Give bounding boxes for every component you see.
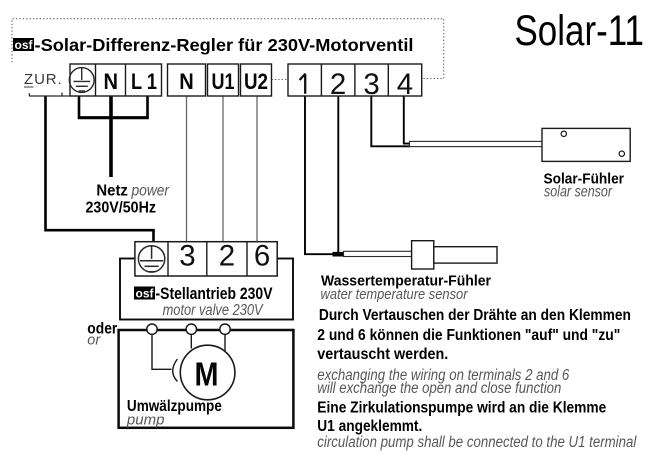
- svg-text:4: 4: [397, 68, 413, 101]
- svg-text:2 und 6 können die Funktionen: 2 und 6 können die Funktionen "auf" und …: [317, 327, 620, 344]
- svg-text:solar sensor: solar sensor: [544, 184, 613, 201]
- svg-text:2: 2: [219, 239, 235, 272]
- svg-text:power: power: [131, 183, 170, 200]
- svg-text:ZUR.: ZUR.: [24, 71, 63, 88]
- svg-text:6: 6: [254, 239, 270, 272]
- svg-text:exchanging the wiring on termi: exchanging the wiring on terminals 2 and…: [317, 367, 569, 384]
- svg-text:Durch Vertauschen der Drähte a: Durch Vertauschen der Drähte an den Klem…: [319, 307, 631, 324]
- svg-text:U1 angeklemmt.: U1 angeklemmt.: [317, 418, 422, 435]
- svg-text:vertauscht werden.: vertauscht werden.: [317, 346, 448, 363]
- svg-text:Wassertemperatur-Fühler: Wassertemperatur-Fühler: [321, 273, 491, 290]
- svg-text:or: or: [87, 333, 101, 349]
- svg-text:2: 2: [330, 68, 346, 101]
- svg-text:-Stellantrieb 230V: -Stellantrieb 230V: [156, 285, 273, 303]
- svg-text:Eine Zirkulationspumpe wird an: Eine Zirkulationspumpe wird an die Klemm…: [317, 400, 606, 417]
- svg-text:Solar-11: Solar-11: [515, 7, 645, 55]
- svg-text:N: N: [104, 69, 119, 94]
- svg-text:L 1: L 1: [131, 69, 157, 94]
- svg-text:pump: pump: [126, 412, 165, 429]
- svg-text:3: 3: [363, 68, 379, 101]
- svg-text:U1: U1: [212, 69, 235, 94]
- svg-text:230V/50Hz: 230V/50Hz: [86, 200, 157, 217]
- svg-text:will exchange the open and clo: will exchange the open and close functio…: [317, 380, 561, 397]
- svg-text:U2: U2: [244, 69, 268, 94]
- svg-text:osf: osf: [136, 286, 155, 300]
- svg-text:circulation pump shall be conn: circulation pump shall be connected to t…: [317, 434, 636, 451]
- svg-text:oder: oder: [87, 321, 117, 338]
- svg-text:Solar-Fühler: Solar-Fühler: [544, 170, 625, 187]
- svg-text:-Solar-Differenz-Regler für 23: -Solar-Differenz-Regler für 230V-Motorve…: [35, 35, 414, 55]
- svg-text:3: 3: [179, 239, 195, 272]
- svg-text:N: N: [179, 69, 194, 94]
- svg-text:Netz: Netz: [96, 183, 128, 200]
- svg-text:M: M: [195, 355, 219, 392]
- svg-text:Umwälzpumpe: Umwälzpumpe: [127, 398, 222, 415]
- svg-text:osf: osf: [15, 38, 34, 52]
- svg-text:water temperature sensor: water temperature sensor: [321, 287, 469, 303]
- svg-text:motor valve 230V: motor valve 230V: [163, 302, 264, 319]
